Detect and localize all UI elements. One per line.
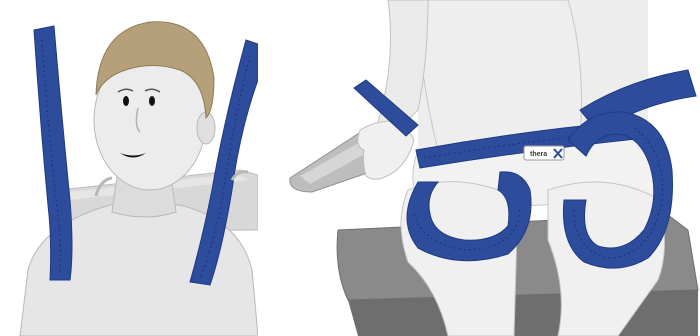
right-eye bbox=[149, 96, 155, 106]
panel-seated-hips: thera bbox=[268, 0, 700, 336]
strap-left bbox=[34, 26, 72, 280]
left-eye bbox=[123, 96, 129, 106]
seated-illustration: thera bbox=[268, 0, 700, 336]
torso bbox=[418, 0, 582, 150]
brand-tag-label: thera bbox=[530, 151, 547, 158]
upper-body-illustration bbox=[0, 0, 258, 336]
panel-upper-body bbox=[0, 0, 258, 336]
